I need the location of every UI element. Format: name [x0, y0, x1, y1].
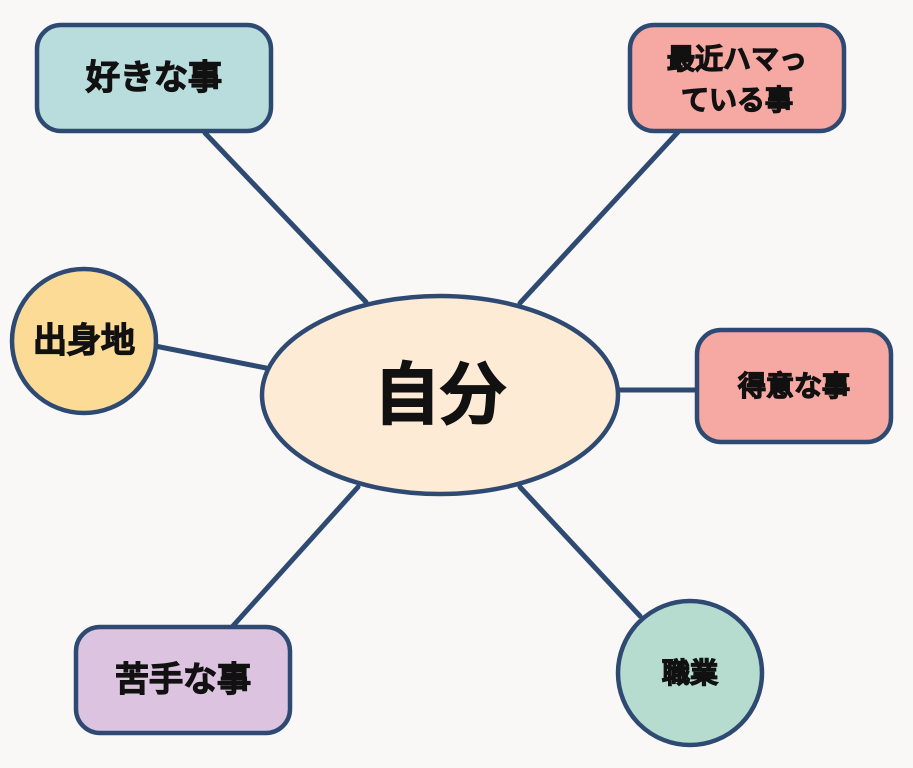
node-hamatte-box [627, 22, 847, 134]
node-nigate-label: 苦手な事 [115, 660, 251, 700]
edge-shokugyo [517, 484, 643, 619]
node-hamatte-label-line1: 最近ハマっ [667, 43, 807, 76]
node-suki-label: 好きな事 [85, 58, 222, 98]
node-hamatte-label-line2: ている事 [681, 84, 793, 117]
edge-hamatte [517, 129, 681, 306]
node-nigate-box [73, 624, 293, 736]
edge-shusshin [152, 343, 269, 371]
node-shusshin: 出身地 [9, 266, 159, 416]
edge-nigate [229, 484, 361, 630]
node-suki: 好きな事 [34, 22, 274, 134]
node-suki-box [34, 22, 274, 134]
node-tokui: 得意な事 [694, 327, 894, 445]
node-shokugyo-circle [615, 598, 765, 748]
node-shusshin-label: 出身地 [33, 321, 135, 361]
center-label: 自分 [374, 357, 506, 434]
node-hamatte: 最近ハマっ ている事 [627, 22, 847, 134]
center-node: 自分 [259, 293, 621, 497]
center-ellipse [259, 293, 621, 497]
node-nigate: 苦手な事 [73, 624, 293, 736]
node-shokugyo-label: 職業 [662, 657, 718, 690]
node-shokugyo: 職業 [615, 598, 765, 748]
node-tokui-box [694, 327, 894, 445]
edge-suki [202, 130, 369, 305]
node-tokui-label: 得意な事 [737, 370, 850, 403]
connectors [152, 129, 701, 630]
node-shusshin-circle [9, 266, 159, 416]
